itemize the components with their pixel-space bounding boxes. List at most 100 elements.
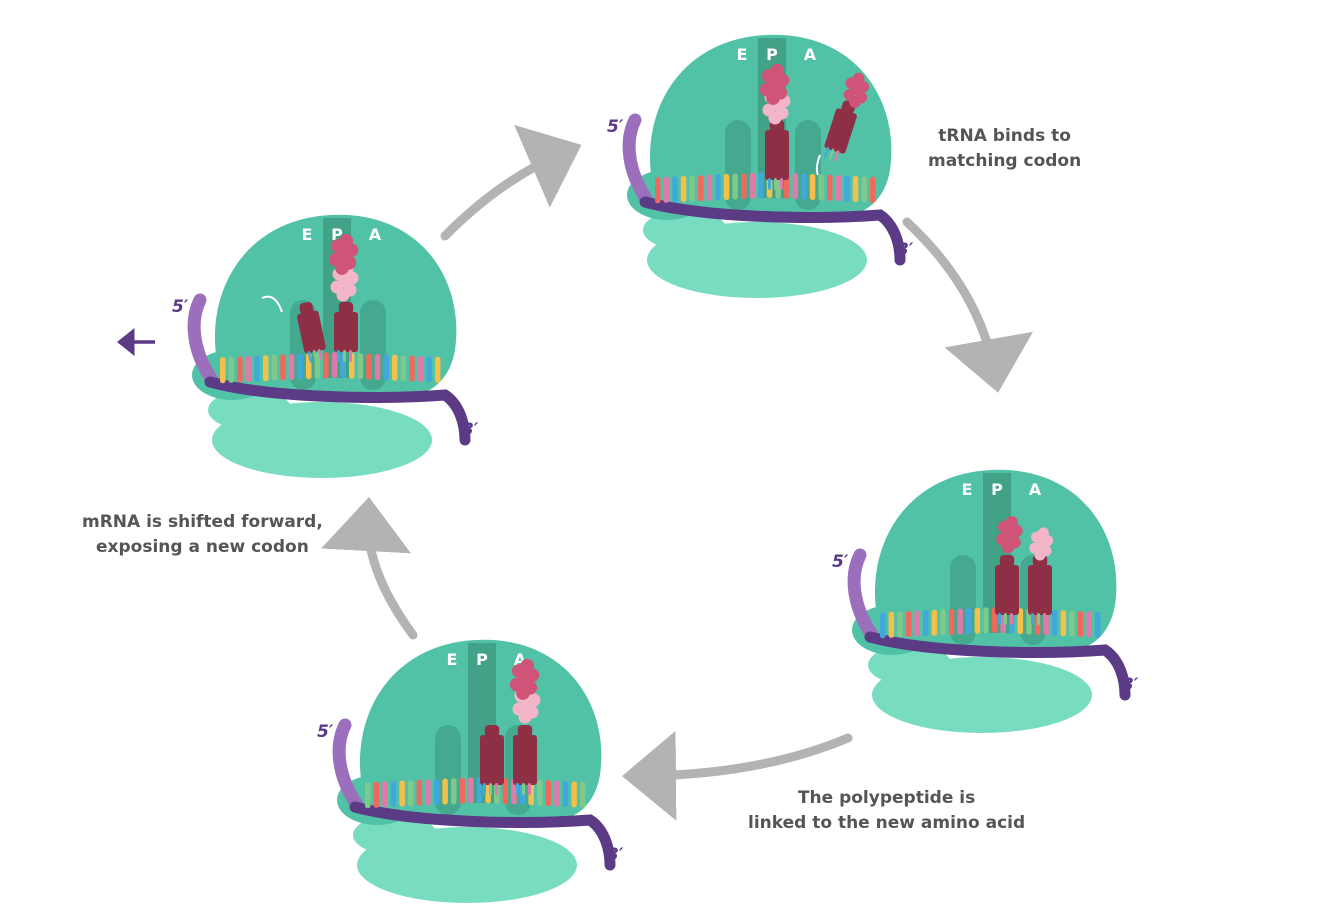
trna-body [995,565,1019,615]
peptide-bead [339,233,354,248]
mrna-base [844,175,850,202]
mrna-base [459,777,466,804]
mrna-five-prime-tail [847,548,879,642]
mrna-base [433,779,440,805]
mrna-base [888,611,895,638]
mrna-base [940,609,946,636]
site-label-e: E [737,45,748,64]
three-prime-label: 3′ [897,240,914,260]
five-prime-label: 5′ [832,552,849,572]
mrna-base [417,356,424,382]
anticodon-base [495,783,498,795]
mrna-base [220,357,226,384]
mrna-base [537,779,543,806]
mrna-base [323,352,329,379]
peptide-bead [770,63,785,78]
mrna-base [288,354,295,380]
anticodon-base [349,350,352,362]
mrna-base [245,356,252,382]
anticodon-base [1037,613,1040,625]
mrna-base [715,174,721,201]
mrna-base [373,781,380,808]
mrna-base [974,607,981,634]
anticodon-base [516,783,519,795]
anticodon-base [312,349,317,362]
mrna-base [1095,611,1101,638]
mrna-base [861,176,867,203]
mrna-base [280,354,286,381]
mrna-base [416,779,423,806]
anticodon-base [1031,613,1034,625]
p-site-trna [995,555,1019,625]
mrna-base [382,781,388,808]
trna-body [297,310,326,354]
p-site-trna [765,120,789,190]
arrow-stage4-to-stage1 [321,497,418,640]
mrna-base [914,610,920,637]
five-prime-label: 5′ [317,722,334,742]
small-subunit-lobe [643,210,727,250]
anticodon-base [489,783,492,795]
site-label-a: A [1029,480,1042,499]
mrna-base [732,173,738,200]
anticodon-base [318,348,323,361]
mrna-base [723,174,730,200]
mrna-base [435,356,441,383]
anticodon-base [307,350,312,363]
site-label-p: P [766,45,778,64]
mrna-base [580,781,586,808]
mrna-base [571,781,577,808]
trna-head [484,725,500,737]
anticodon-base [1010,613,1013,625]
caption-polypeptide-line2: linked to the new amino acid [748,813,1026,833]
mrna-base [442,778,448,805]
site-label-a: A [369,225,382,244]
exiting-trna [297,301,326,363]
trna-body [480,735,504,785]
mrna-base [870,176,876,203]
anticodon-base [768,178,771,190]
mrna-base [966,608,972,635]
mrna-five-prime-tail [187,293,219,387]
anticodon-base [823,146,829,159]
five-prime-label: 5′ [607,117,624,137]
mrna-base [451,778,457,805]
trna-head [517,725,533,737]
anticodon-base [337,350,340,362]
mrna-base [468,777,474,804]
mrna-backbone [864,631,1131,701]
mrna-base [357,353,364,380]
mrna-base [835,175,842,202]
trna-body [824,108,857,154]
three-prime-label: 3′ [1122,675,1139,695]
mrna-base [392,354,398,381]
new-amino-acid [1029,527,1054,561]
mrna-base [706,174,713,201]
mrna-base [1069,610,1075,637]
mrna-base [554,780,560,807]
peptide-bead [1037,527,1049,539]
mrna-base [741,173,747,200]
anticodon-base [780,178,783,190]
anticodon-base [834,150,840,162]
trna-body [1028,565,1052,615]
three-prime-label: 3′ [462,420,479,440]
mrna-backbone [639,196,906,266]
anticodon-base [1004,613,1007,625]
polypeptide-chain [328,233,359,275]
arrow-stage2-to-stage3 [902,217,1034,393]
trna-body [513,735,537,785]
mrna-base [426,356,432,383]
mrna-base [923,610,929,637]
mrna-base [809,174,816,200]
mrna-base [880,612,886,639]
mrna-base [562,781,569,807]
site-label-p: P [991,480,1003,499]
a-site-trna [1028,555,1052,625]
small-subunit-lobe [868,645,952,685]
mrna-base [698,175,704,202]
